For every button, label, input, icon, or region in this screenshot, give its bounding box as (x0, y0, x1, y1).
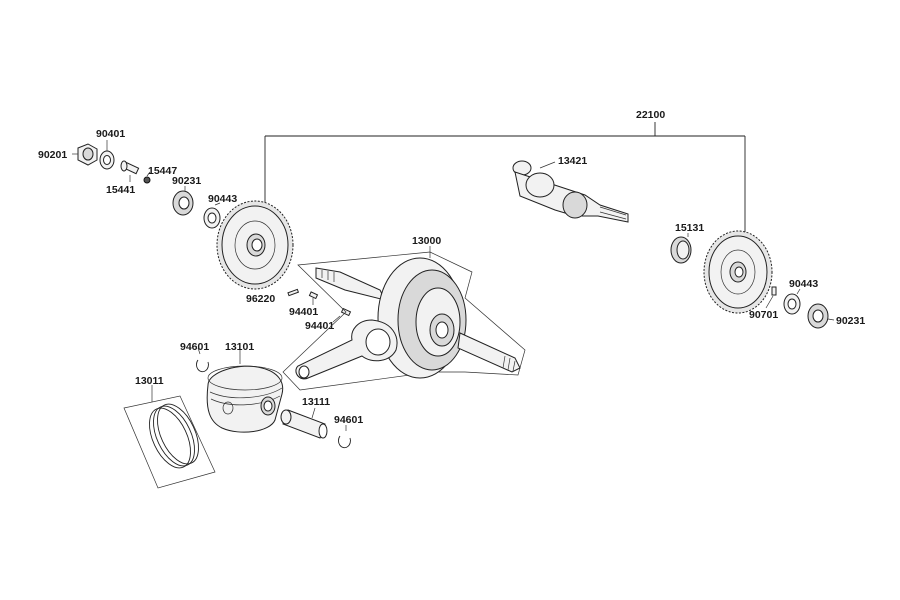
part-15441-bolt: 15441 (106, 160, 140, 196)
part-90231-nut-left: 90231 (172, 175, 201, 216)
label-15131: 15131 (675, 222, 704, 234)
part-15447-nut: 15447 (143, 165, 177, 184)
label-90231-left: 90231 (172, 175, 201, 187)
label-22100: 22100 (636, 109, 665, 121)
part-13101-piston: 13101 (206, 341, 284, 433)
part-13000-crankshaft-assembly: 13000 (282, 235, 526, 391)
part-gear-left (216, 200, 294, 290)
part-90201-nut: 90201 (38, 143, 98, 166)
part-94601-clip-top: 94601 (180, 341, 209, 373)
label-90443-right: 90443 (789, 278, 818, 290)
part-90443-washer-left: 90443 (203, 193, 237, 229)
label-90231-right: 90231 (836, 315, 865, 327)
label-94401-a: 94401 (289, 306, 318, 318)
part-90231-nut-right: 90231 (807, 303, 865, 329)
label-94401-b: 94401 (305, 320, 334, 332)
part-13011-piston-rings: 13011 (123, 375, 216, 489)
label-96220: 96220 (246, 293, 275, 305)
label-13111: 13111 (302, 396, 330, 408)
part-13111-piston-pin: 13111 (280, 396, 330, 439)
part-90701-key: 90701 (749, 286, 778, 321)
label-15447: 15447 (148, 165, 177, 177)
label-13421: 13421 (558, 155, 587, 167)
part-15131-bearing: 15131 (670, 222, 704, 264)
label-13011: 13011 (135, 375, 164, 387)
assembly-bracket-22100: 22100 (264, 109, 746, 236)
label-90401: 90401 (96, 128, 125, 140)
label-15441: 15441 (106, 184, 135, 196)
label-90443-left: 90443 (208, 193, 237, 205)
part-94401-pin-a: 94401 (289, 291, 318, 318)
label-94601-bottom: 94601 (334, 414, 363, 426)
label-13000: 13000 (412, 235, 441, 247)
part-gear-right (703, 230, 773, 314)
part-94601-clip-bottom: 94601 (334, 414, 363, 449)
part-96220-key: 96220 (246, 288, 300, 305)
part-90443-washer-right: 90443 (783, 278, 818, 315)
part-13421-balancer-shaft: 13421 (512, 155, 629, 223)
label-90701: 90701 (749, 309, 778, 321)
label-90201: 90201 (38, 149, 67, 161)
label-13101: 13101 (225, 341, 254, 353)
label-94601-top: 94601 (180, 341, 209, 353)
part-90401-washer: 90401 (96, 128, 125, 170)
